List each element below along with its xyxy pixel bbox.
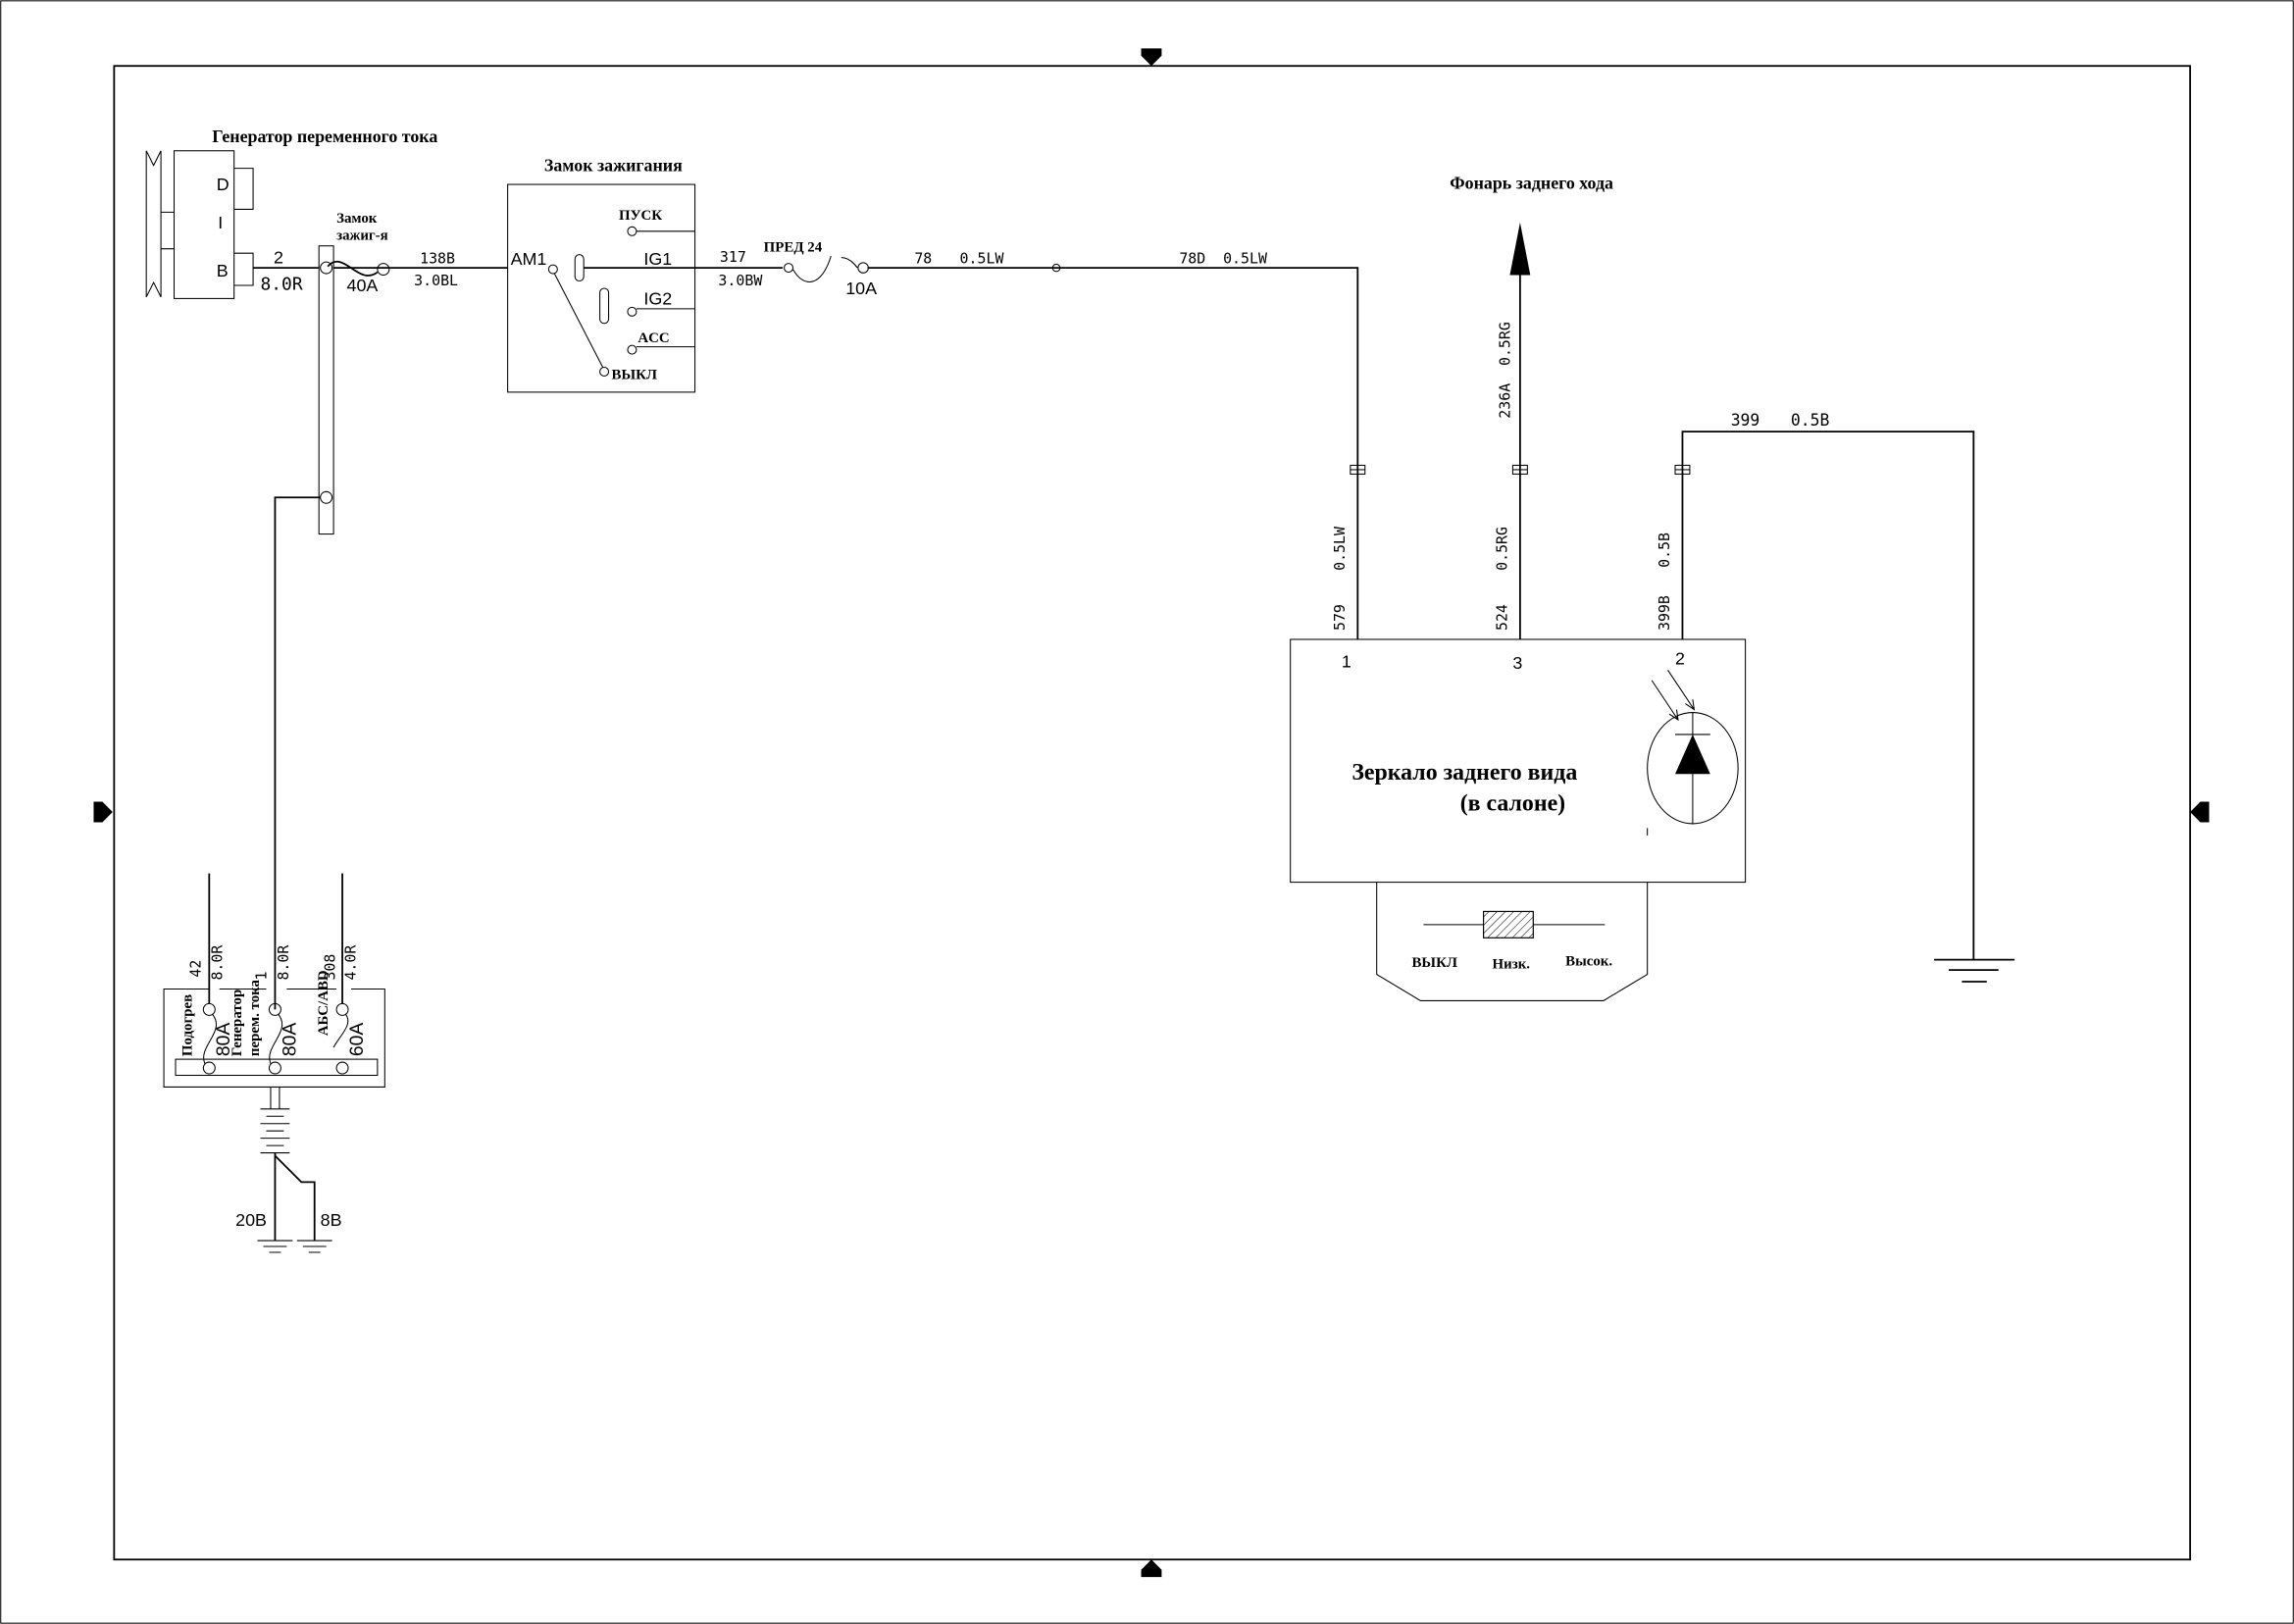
terminal-off: ВЫКЛ xyxy=(612,367,658,382)
alternator-title: Генератор переменного тока xyxy=(212,127,437,146)
mirror-title: Зеркало заднего вида xyxy=(1351,760,1577,786)
wire-label: 0.5LW xyxy=(1223,250,1267,268)
pin-3: 3 xyxy=(1512,653,1522,673)
switch-label-low: Низк. xyxy=(1493,957,1531,973)
mode-switch-slider xyxy=(1423,910,1606,939)
wire-label: 138B xyxy=(420,250,455,268)
fuse-name: перем. тока xyxy=(247,979,263,1056)
pin-b: B xyxy=(217,261,229,280)
wire-label: 3.0BW xyxy=(718,272,762,289)
frame-marker-icons xyxy=(93,48,2210,1578)
fuse-label: зажиг-я xyxy=(336,228,388,244)
battery-icon xyxy=(260,1087,316,1242)
pin-1: 1 xyxy=(1342,651,1351,671)
wire-label: 0.5B xyxy=(1791,411,1830,430)
wire-label: 317 xyxy=(720,248,746,266)
wire-label: 579 xyxy=(1331,604,1349,631)
wire-label: 8.0R xyxy=(261,274,303,294)
photodiode-icon xyxy=(1647,670,1739,825)
connector-icons xyxy=(1350,464,1691,475)
wire-label: 8.0R xyxy=(275,945,292,981)
wire-label: 399B xyxy=(1656,595,1673,631)
wire-label: 0.5RG xyxy=(1496,322,1513,366)
wire-label: 0.5LW xyxy=(960,250,1004,268)
terminal-start: ПУСК xyxy=(619,208,662,224)
fuse-10a: 10A xyxy=(784,256,877,298)
fuse-label: ПРЕД 24 xyxy=(764,240,823,256)
fuse-rating: 40A xyxy=(347,276,379,295)
ignition-title: Замок зажигания xyxy=(544,156,683,176)
drawing-frame xyxy=(113,65,2191,1561)
switch-label-off: ВЫКЛ xyxy=(1411,955,1457,971)
wire-label: 0.5RG xyxy=(1493,527,1510,571)
fuse-rating: 60A xyxy=(346,1023,368,1057)
wire-label: 399 xyxy=(1731,411,1760,430)
fuse-rating: 80A xyxy=(213,1023,234,1057)
mirror-subtitle: (в салоне) xyxy=(1460,791,1565,817)
fuse-label: Замок xyxy=(336,211,378,227)
wire-label: 1 xyxy=(252,972,270,981)
fusible-link-40a: Замок зажиг-я 40A xyxy=(318,211,390,535)
alternator: Генератор переменного тока D I B xyxy=(145,127,437,299)
wire-label: 4.0R xyxy=(341,945,359,981)
ignition-switch: Замок зажигания ПУСК AM1 IG1 IG2 ACC ВЫК… xyxy=(507,156,784,393)
fuse-name: АБС/ABD xyxy=(316,970,331,1036)
reverse-lamp-title: Фонарь заднего хода xyxy=(1450,174,1613,193)
terminal-ig1: IG1 xyxy=(643,249,672,269)
fuse-rating: 10A xyxy=(845,279,877,298)
wire-label: 78D xyxy=(1179,250,1205,268)
wire-label: 2 xyxy=(274,248,283,268)
terminal-am1: AM1 xyxy=(511,249,547,269)
wire-label: 0.5LW xyxy=(1331,527,1349,571)
ground-icons xyxy=(257,1240,332,1253)
ground-label: 20B xyxy=(235,1210,267,1230)
rearview-mirror: 1 3 2 Зеркало заднего вида (в салоне) ВЫ… xyxy=(1290,638,1747,1001)
fuse-rating: 80A xyxy=(279,1023,300,1057)
pin-d: D xyxy=(217,175,229,194)
pin-2: 2 xyxy=(1675,648,1685,668)
terminal-acc: ACC xyxy=(637,330,669,346)
wire-label: 308 xyxy=(322,954,339,981)
wire-label: 42 xyxy=(186,960,204,978)
reverse-lamp-arrow-icon xyxy=(1509,222,1531,276)
fuse-name: Подогрев xyxy=(179,994,195,1056)
wire-label: 78 xyxy=(914,250,932,268)
ground-label: 8B xyxy=(321,1210,342,1230)
wire-label: 524 xyxy=(1493,604,1510,631)
wire-label: 0.5B xyxy=(1656,533,1673,568)
wire-label: 236A xyxy=(1496,383,1513,419)
pin-i: I xyxy=(218,213,223,232)
terminal-ig2: IG2 xyxy=(643,288,672,308)
switch-label-high: Высок. xyxy=(1565,954,1612,970)
wire-label: 3.0BL xyxy=(414,272,458,289)
main-fuse-box: 42 8.0R 1 8.0R 308 4.0R Подогрев 80A Ген… xyxy=(163,873,385,1088)
fuse-name: Генератор xyxy=(229,990,245,1056)
wire-label: 8.0R xyxy=(209,945,227,981)
